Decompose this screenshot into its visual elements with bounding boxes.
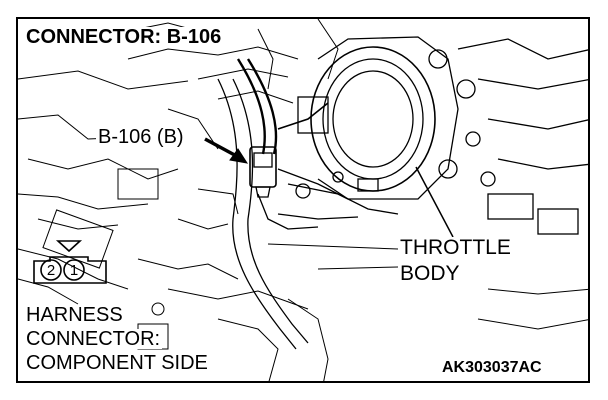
connector-callout-label: B-106 (B) [96, 126, 186, 148]
connector-pin-1: 1 [69, 262, 79, 279]
harness-connector-symbol [33, 240, 107, 284]
callout-arrow [204, 137, 249, 164]
figure-border: 2 1 CONNECTOR: B-106 B-106 (B) THROTTLE … [16, 17, 590, 383]
hose [217, 78, 309, 350]
connector-pin-2: 2 [46, 262, 56, 279]
throttle-body-label-line2: BODY [399, 262, 461, 285]
connector-title: CONNECTOR: B-106 [24, 26, 224, 48]
throttle-body-label-line1: THROTTLE [399, 236, 512, 259]
throttle-body [257, 36, 588, 235]
harness-label-line2: CONNECTOR: [24, 328, 163, 350]
wiring-harness [236, 58, 329, 198]
figure-code: AK303037AC [440, 359, 544, 376]
harness-label-line3: COMPONENT SIDE [24, 352, 210, 374]
harness-label-line1: HARNESS [24, 304, 125, 326]
throttle-body-leader-line [415, 166, 454, 238]
